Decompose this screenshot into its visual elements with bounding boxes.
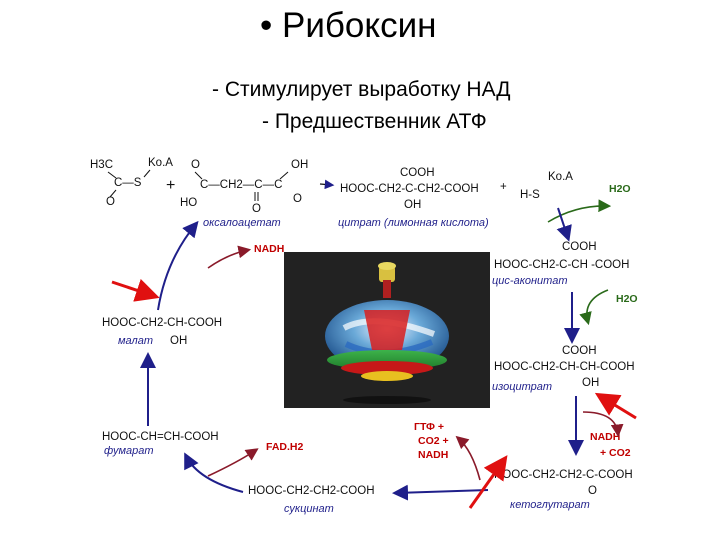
nadh-co2: NADH + CO2 xyxy=(582,411,631,459)
svg-text:O: O xyxy=(252,203,261,215)
svg-text:+: + xyxy=(166,177,175,194)
ketoglutarate: HOOC-CH2-CH2-C-COOH O кетоглутарат xyxy=(494,469,633,511)
svg-text:оксалоацетат: оксалоацетат xyxy=(203,217,281,229)
svg-text:Ko.A: Ko.A xyxy=(148,157,173,169)
citrate: COOH HOOC-CH2-C-CH2-COOH OH цитрат (лимо… xyxy=(338,167,507,229)
red-pointer-isocitrate xyxy=(594,392,637,420)
svg-text:CO2 +: CO2 + xyxy=(418,435,449,447)
svg-text:H2O: H2O xyxy=(609,183,631,195)
krebs-cycle-svg: H3C Ko.A C—S O + O OH C—CH2—C—C HO O O о… xyxy=(90,157,638,515)
svg-text:O: O xyxy=(106,196,115,208)
svg-text:фумарат: фумарат xyxy=(104,445,154,457)
svg-text:O: O xyxy=(588,485,597,497)
svg-text:HOOC-CH2-CH2-C-COOH: HOOC-CH2-CH2-C-COOH xyxy=(494,469,633,481)
svg-text:H-S: H-S xyxy=(520,189,540,201)
svg-text:цис-аконитат: цис-аконитат xyxy=(492,275,568,287)
svg-text:FAD.H2: FAD.H2 xyxy=(266,441,304,453)
svg-text:HOOC-CH2-C-CH -COOH: HOOC-CH2-C-CH -COOH xyxy=(494,259,629,271)
svg-text:NADH: NADH xyxy=(590,431,620,443)
svg-text:OH: OH xyxy=(582,377,599,389)
red-pointer-malate xyxy=(111,278,160,302)
bullet-atp-precursor: - Предшественник АТФ xyxy=(262,110,487,133)
svg-text:NADH: NADH xyxy=(254,243,284,255)
svg-text:изоцитрат: изоцитрат xyxy=(492,381,552,393)
svg-text:C—S: C—S xyxy=(114,177,142,189)
arrow-to-fumarate xyxy=(184,452,244,493)
fumarate: HOOC-CH=CH-COOH фумарат FAD.H2 xyxy=(102,431,304,477)
svg-text:HOOC-CH2-CH-CH-COOH: HOOC-CH2-CH-CH-COOH xyxy=(494,361,635,373)
svg-text:C—CH2—C—C: C—CH2—C—C xyxy=(200,179,282,191)
svg-text:OH: OH xyxy=(291,159,308,171)
spinning-top-photo xyxy=(284,252,490,408)
svg-text:малат: малат xyxy=(118,335,153,347)
svg-text:O: O xyxy=(191,159,200,171)
svg-text:NADH: NADH xyxy=(418,449,448,461)
isocitrate: COOH HOOC-CH2-CH-CH-COOH OH изоцитрат xyxy=(492,345,635,393)
coa-release: Ko.A H-S H2O xyxy=(520,171,631,223)
bullet-stimulates-nad: - Стимулирует выработку НАД xyxy=(212,78,511,101)
svg-text:ГТФ +: ГТФ + xyxy=(414,421,444,433)
svg-text:COOH: COOH xyxy=(562,241,597,253)
arrow-to-oxaloacetate xyxy=(157,220,199,311)
svg-text:HO: HO xyxy=(180,197,197,209)
svg-text:+: + xyxy=(500,181,507,193)
oxaloacetate: O OH C—CH2—C—C HO O O оксалоацетат xyxy=(180,159,308,229)
krebs-cycle-diagram: H3C Ko.A C—S O + O OH C—CH2—C—C HO O O о… xyxy=(88,150,640,518)
svg-text:HOOC-CH2-CH2-COOH: HOOC-CH2-CH2-COOH xyxy=(248,485,375,497)
svg-text:COOH: COOH xyxy=(562,345,597,357)
svg-text:O: O xyxy=(293,193,302,205)
svg-text:Ko.A: Ko.A xyxy=(548,171,573,183)
succinate: HOOC-CH2-CH2-COOH сукцинат xyxy=(248,485,375,515)
svg-text:цитрат (лимонная кислота): цитрат (лимонная кислота) xyxy=(338,217,489,229)
svg-text:HOOC-CH2-CH-COOH: HOOC-CH2-CH-COOH xyxy=(102,317,222,329)
malate: HOOC-CH2-CH-COOH малат OH NADH xyxy=(102,243,284,347)
svg-text:кетоглутарат: кетоглутарат xyxy=(510,499,590,511)
cis-aconitate: COOH HOOC-CH2-C-CH -COOH цис-аконитат H2… xyxy=(492,241,638,326)
svg-text:HOOC-CH2-C-CH2-COOH: HOOC-CH2-C-CH2-COOH xyxy=(340,183,479,195)
svg-text:OH: OH xyxy=(170,335,187,347)
svg-text:H2O: H2O xyxy=(616,293,638,305)
arrow-to-cis-aconitate xyxy=(556,207,572,242)
slide-title: • Рибоксин xyxy=(260,6,437,45)
svg-text:H3C: H3C xyxy=(90,159,113,171)
gtp-co2-nadh: ГТФ + CO2 + NADH xyxy=(414,421,481,481)
arrow-to-succinate xyxy=(392,484,489,501)
red-pointer-ketoglutarate xyxy=(468,455,508,509)
svg-text:+ CO2: + CO2 xyxy=(600,447,631,459)
svg-text:COOH: COOH xyxy=(400,167,435,179)
svg-text:сукцинат: сукцинат xyxy=(284,503,334,515)
svg-text:HOOC-CH=CH-COOH: HOOC-CH=CH-COOH xyxy=(102,431,219,443)
spinning-top-icon xyxy=(284,252,490,408)
svg-text:OH: OH xyxy=(404,199,421,211)
arrow-to-citrate xyxy=(319,179,335,190)
acetyl-coa: H3C Ko.A C—S O + xyxy=(90,157,175,208)
